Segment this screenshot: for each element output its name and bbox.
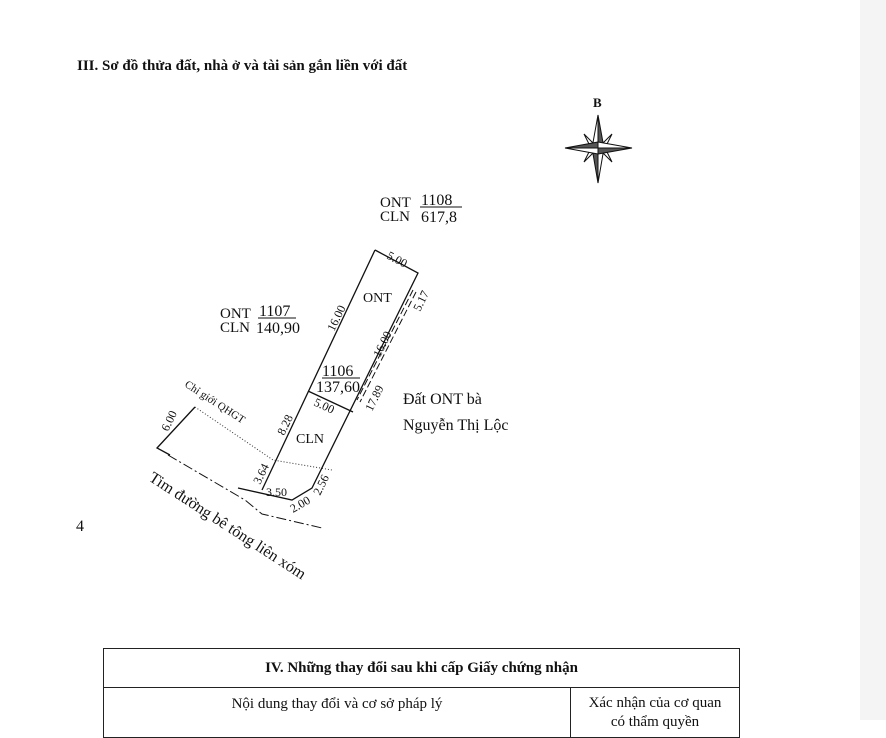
col-confirmation-header: Xác nhận của cơ quan có thẩm quyền (571, 688, 739, 738)
zone-ont: ONT (363, 291, 392, 306)
dim-left-upper: 16.00 (324, 303, 348, 333)
section-iv-title: IV. Những thay đổi sau khi cấp Giấy chứn… (104, 649, 739, 688)
p1107-use2: CLN (220, 320, 250, 336)
dim-right-top: 5.17 (410, 288, 432, 313)
p1106-area: 137,60 (316, 379, 360, 396)
planning-boundary-label: Chỉ giới QHGT (182, 378, 247, 426)
dim-right-inner: 16.00 (370, 329, 394, 359)
p1107-area: 140,90 (256, 320, 300, 337)
parcel-1106-boundary (155, 249, 419, 501)
zone-cln: CLN (296, 432, 324, 447)
boundary-dashed-line (356, 289, 414, 401)
north-label: B (593, 95, 602, 110)
dim-bottom-mid: 2.00 (288, 493, 313, 516)
land-plot-diagram: B ONT CLN 1108 617,8 ONT CLN 1107 140,90… (146, 95, 633, 583)
dim-west-parcel: 6.00 (158, 408, 180, 433)
road-center-line (167, 454, 323, 529)
dim-bottom-right: 2.56 (310, 472, 332, 497)
page-number: 4 (76, 518, 84, 535)
page-edge (860, 0, 886, 720)
p1107-use1: ONT (220, 306, 251, 322)
dim-left-lower: 8.28 (274, 412, 296, 437)
p1108-number: 1108 (421, 192, 452, 209)
dim-left-bottom: 3.64 (250, 461, 272, 486)
col-changes-header: Nội dung thay đổi và cơ sở pháp lý (104, 688, 571, 738)
neighbor-line2: Nguyễn Thị Lộc (403, 417, 508, 434)
dim-bottom-left: 3.50 (266, 485, 287, 499)
p1108-use2: CLN (380, 209, 410, 225)
col2-line2: có thẩm quyền (610, 714, 700, 730)
col2-line1: Xác nhận của cơ quan (588, 695, 722, 711)
p1106-number: 1106 (322, 363, 353, 380)
p1108-use1: ONT (380, 195, 411, 211)
neighbor-line1: Đất ONT bà (403, 391, 482, 408)
p1108-area: 617,8 (421, 209, 457, 226)
section-iv-table: IV. Những thay đổi sau khi cấp Giấy chứn… (103, 648, 740, 738)
dim-divider: 5.00 (312, 395, 337, 417)
p1107-number: 1107 (259, 303, 290, 320)
compass-rose-icon (564, 114, 633, 184)
section-iii-title: III. Sơ đồ thửa đất, nhà ở và tài sản gắ… (77, 58, 408, 74)
dim-right-lower: 17.89 (362, 383, 386, 413)
